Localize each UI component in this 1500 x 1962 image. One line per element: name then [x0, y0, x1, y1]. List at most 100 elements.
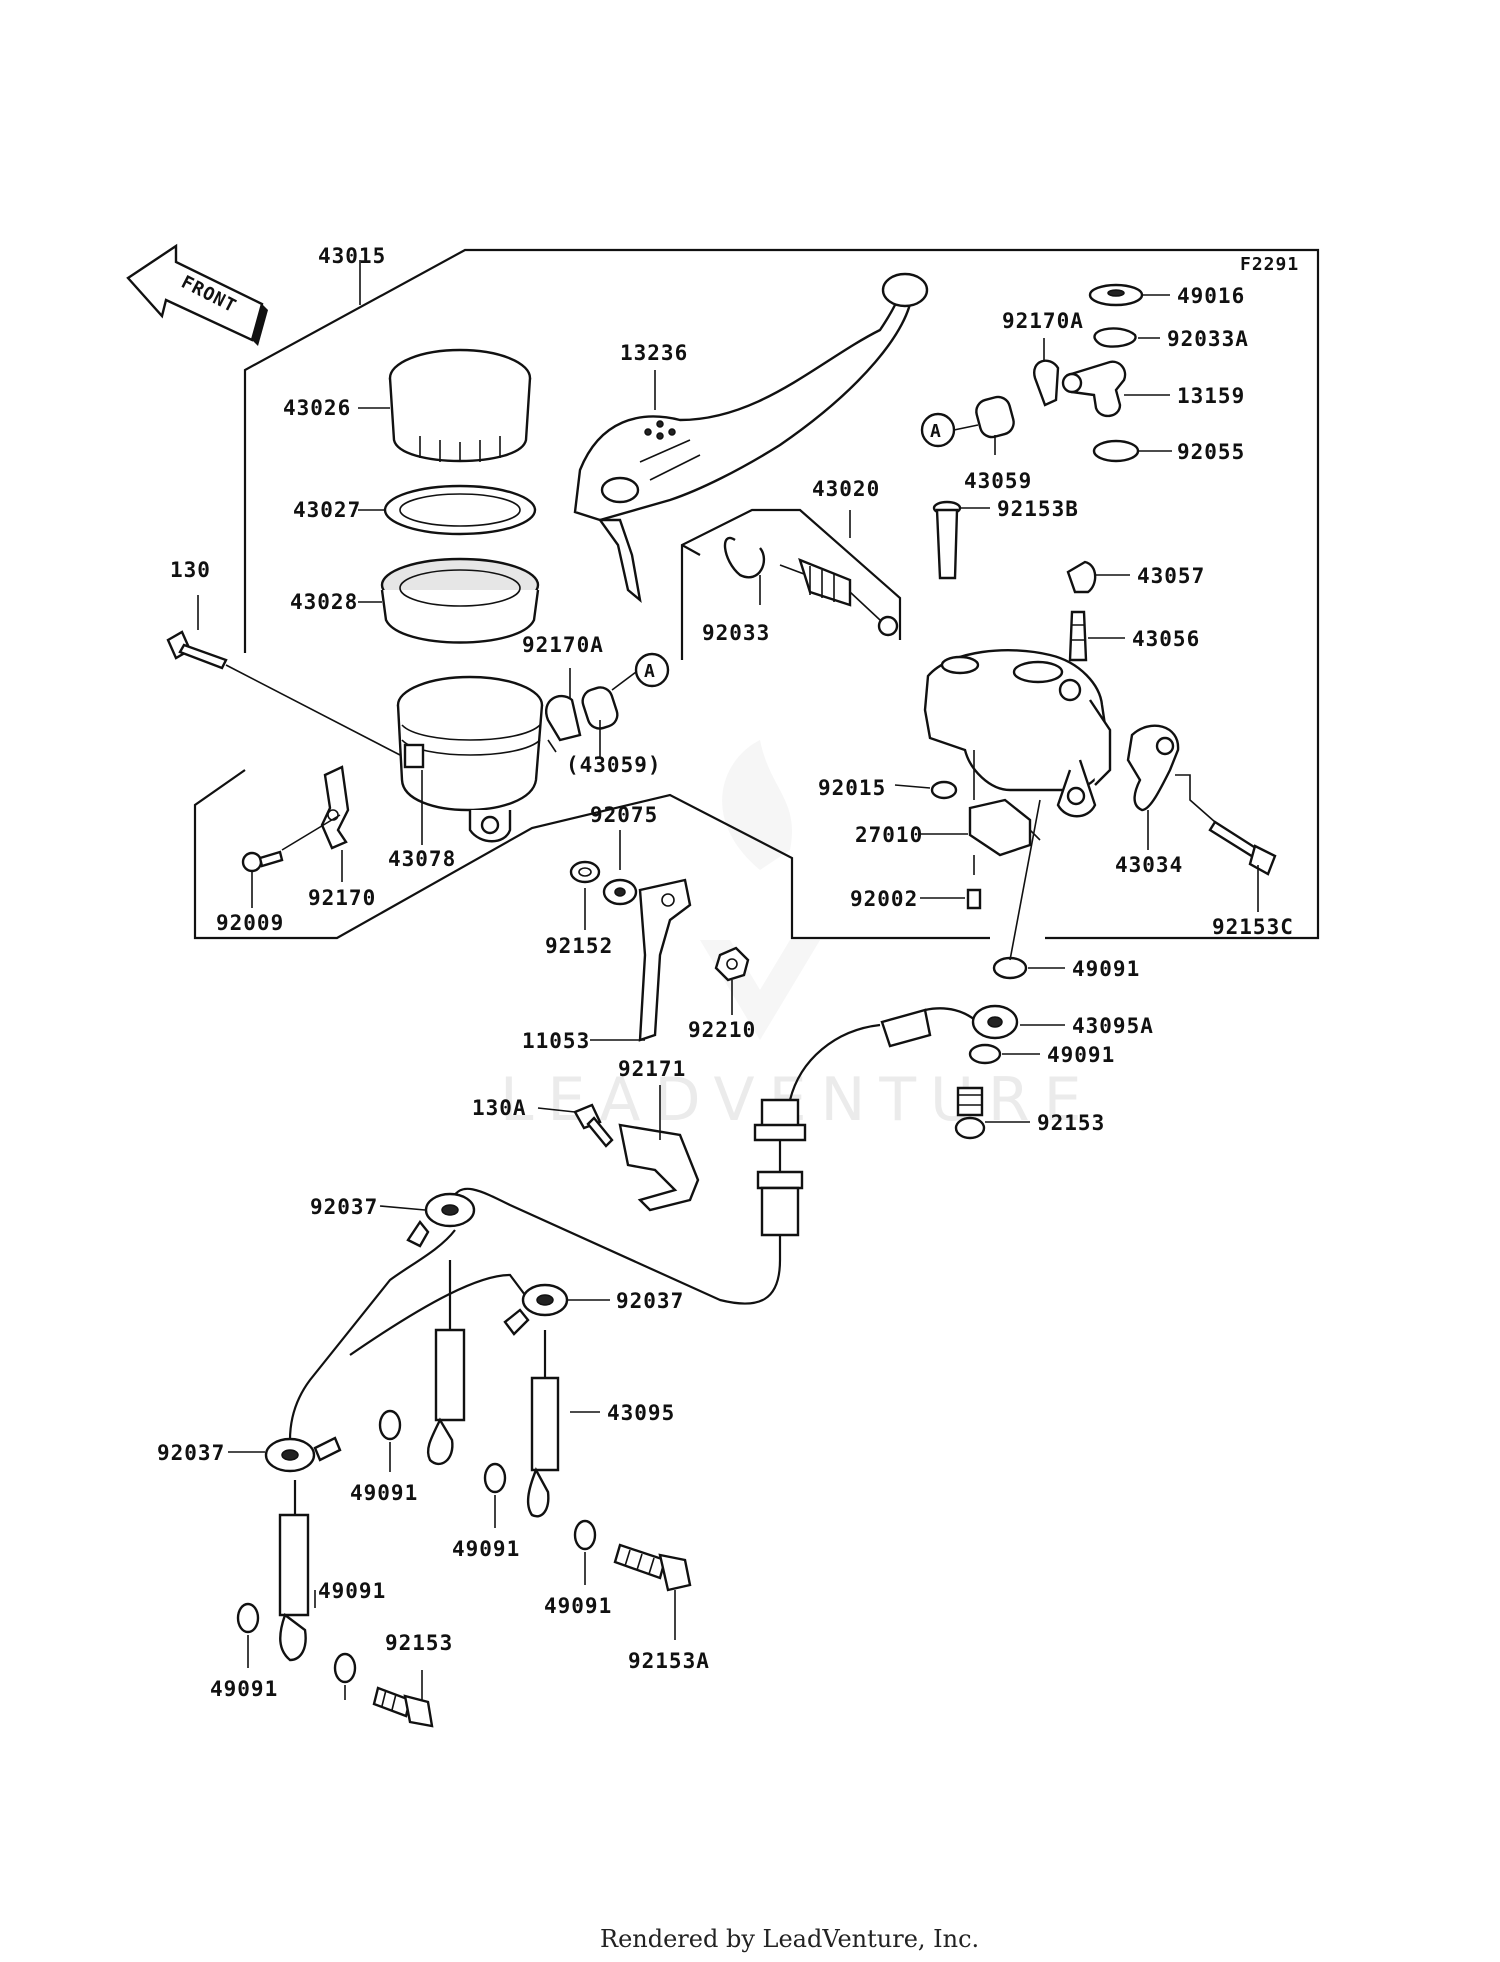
- label-92037-b: 92037: [616, 1289, 684, 1313]
- bolt-130a: [573, 1103, 614, 1148]
- label-11053: 11053: [522, 1029, 590, 1053]
- bleeder-valve-43056: [1068, 610, 1088, 662]
- hose-end-middle: [426, 1260, 466, 1466]
- label-92153-upper: 92153: [1037, 1111, 1105, 1135]
- label-43078: 43078: [388, 847, 456, 871]
- label-92015: 92015: [818, 776, 886, 800]
- label-43020: 43020: [812, 477, 880, 501]
- label-43057: 43057: [1137, 564, 1205, 588]
- label-92033a: 92033A: [1167, 327, 1249, 351]
- screw-92153b: [932, 500, 962, 580]
- label-92171: 92171: [618, 1057, 686, 1081]
- label-92033: 92033: [702, 621, 770, 645]
- label-49091-d: 49091: [452, 1537, 520, 1561]
- footer-credit: Rendered by LeadVenture, Inc.: [600, 1925, 979, 1953]
- nut-92210: [714, 946, 750, 982]
- switch-27010: [968, 798, 1041, 857]
- bolt-130: [166, 630, 228, 670]
- label-49091-a: 49091: [1072, 957, 1140, 981]
- callout-a-top: A: [920, 412, 979, 448]
- reservoir-cap-43026: [388, 348, 532, 463]
- bracket-11053: [638, 878, 692, 1042]
- label-130a: 130A: [472, 1096, 527, 1120]
- washer-49091-a: [992, 956, 1028, 980]
- bracket-92170: [320, 765, 350, 850]
- cap-49016: [1088, 283, 1144, 307]
- washer-49091-e: [573, 1519, 597, 1551]
- label-92210: 92210: [688, 1018, 756, 1042]
- label-49091-b: 49091: [1047, 1043, 1115, 1067]
- label-43095a: 43095A: [1072, 1014, 1154, 1038]
- washer-49091-g: [333, 1652, 357, 1684]
- label-92153c: 92153C: [1212, 915, 1294, 939]
- washer-49091-b: [968, 1043, 1002, 1065]
- screw-92002: [966, 888, 982, 910]
- washer-49091-f: [236, 1602, 260, 1634]
- clamp-92170a-top: [1033, 359, 1060, 407]
- bleeder-cap-43057: [1066, 560, 1097, 594]
- label-43027: 43027: [293, 498, 361, 522]
- hose-end-left: [278, 1480, 310, 1662]
- label-130: 130: [170, 558, 211, 582]
- hose-joint-13159: [1061, 360, 1127, 418]
- label-13236: 13236: [620, 341, 688, 365]
- figure-code: F2291: [1240, 254, 1299, 275]
- label-92153b: 92153B: [997, 497, 1079, 521]
- label-27010: 27010: [855, 823, 923, 847]
- hose-43095a: [788, 1004, 1019, 1101]
- grommet-92075: [602, 878, 638, 906]
- callout-a-left: A: [611, 652, 670, 691]
- banjo-92037-c: [264, 1436, 342, 1473]
- reservoir-tank-43078: [396, 675, 544, 843]
- label-92055: 92055: [1177, 440, 1245, 464]
- lever-13236: [573, 272, 929, 604]
- label-49016: 49016: [1177, 284, 1245, 308]
- label-92170: 92170: [308, 886, 376, 910]
- banjo-92037-b: [503, 1283, 569, 1336]
- bolt-92153c: [1208, 820, 1277, 876]
- circlip-92033a: [1093, 327, 1137, 348]
- label-92075: 92075: [590, 803, 658, 827]
- label-92153a: 92153A: [628, 1649, 710, 1673]
- clamp-92170a-left: [545, 694, 582, 753]
- washer-49091-d: [483, 1462, 507, 1494]
- piston-43020: [779, 557, 899, 637]
- diaphragm-43028: [380, 557, 540, 644]
- hose-piece-43059-top: [975, 395, 1015, 439]
- screw-92009: [241, 850, 284, 873]
- holder-43034: [1126, 724, 1180, 812]
- label-43056: 43056: [1132, 627, 1200, 651]
- washer-49091-c: [378, 1409, 402, 1441]
- label-92170a-left: 92170A: [522, 633, 604, 657]
- label-43034: 43034: [1115, 853, 1183, 877]
- label-92153-lower: 92153: [385, 1631, 453, 1655]
- label-43026: 43026: [283, 396, 351, 420]
- label-92002: 92002: [850, 887, 918, 911]
- callout-a-top-label: A: [930, 421, 942, 442]
- brake-hose-43095: [288, 1098, 807, 1441]
- label-92037-c: 92037: [157, 1441, 225, 1465]
- banjo-bolt-92153-upper: [954, 1086, 986, 1140]
- label-92170a-top: 92170A: [1002, 309, 1084, 333]
- banjo-bolt-92153-lower: [372, 1686, 434, 1728]
- assembly-boundary: [193, 248, 1320, 940]
- label-43059-paren: (43059): [566, 753, 662, 777]
- piston-kit-bracket: [680, 508, 902, 660]
- label-92152: 92152: [545, 934, 613, 958]
- label-49091-e: 49091: [544, 1594, 612, 1618]
- label-43059: 43059: [964, 469, 1032, 493]
- label-43028: 43028: [290, 590, 358, 614]
- hose-piece-43059-left: [581, 686, 619, 730]
- diaphragm-plate-43027: [383, 484, 537, 536]
- master-cylinder-body: [923, 649, 1112, 818]
- o-ring-92055: [1092, 439, 1140, 463]
- label-49091-c: 49091: [350, 1481, 418, 1505]
- banjo-bolt-92153a: [613, 1543, 692, 1592]
- label-13159: 13159: [1177, 384, 1245, 408]
- callout-a-left-label: A: [644, 661, 656, 682]
- label-92009: 92009: [216, 911, 284, 935]
- label-43015: 43015: [318, 244, 386, 268]
- washer-92152: [569, 860, 601, 884]
- label-92037-a: 92037: [310, 1195, 378, 1219]
